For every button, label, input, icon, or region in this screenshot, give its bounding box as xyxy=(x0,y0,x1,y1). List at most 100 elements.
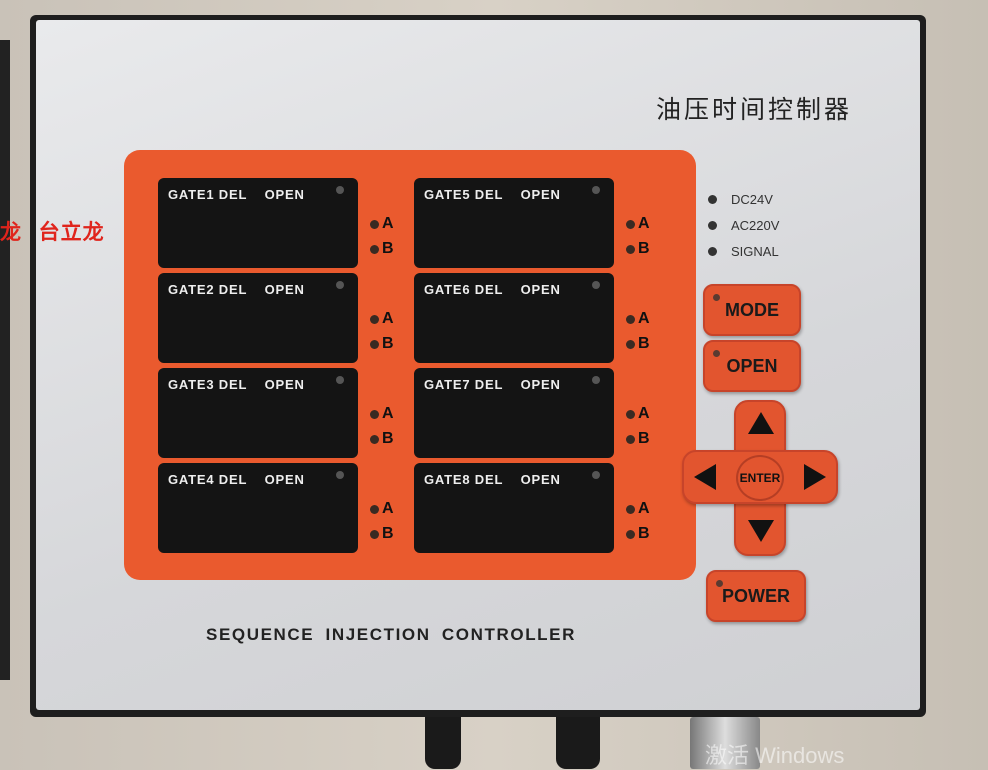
gate5-display: GATE5 DEL OPEN xyxy=(414,178,614,268)
indicator-label: A xyxy=(382,500,394,517)
gate7-indicator-a: A xyxy=(626,403,650,425)
indicator-label: A xyxy=(382,405,394,422)
gate4-display: GATE4 DEL OPEN xyxy=(158,463,358,553)
gate8-indicator-b: B xyxy=(626,523,650,545)
indicator-dc24v: DC24V xyxy=(708,192,773,207)
gate8-display: GATE8 DEL OPEN xyxy=(414,463,614,553)
indicator-label: A xyxy=(638,405,650,422)
led-icon xyxy=(370,409,379,419)
led-icon xyxy=(716,580,723,587)
watermark: 激活 Windows xyxy=(705,743,845,768)
metal-connector xyxy=(690,717,760,769)
indicator-label: A xyxy=(382,310,394,327)
footer-label: SEQUENCE INJECTION CONTROLLER xyxy=(206,625,576,644)
gate8-indicator-a: A xyxy=(626,498,650,520)
gate2-display: GATE2 DEL OPEN xyxy=(158,273,358,363)
power-label: POWER xyxy=(721,585,790,606)
gate-label: GATE7 DEL OPEN xyxy=(424,377,561,392)
power-button[interactable]: POWER xyxy=(706,570,806,622)
led-icon xyxy=(370,314,379,324)
gate6-indicator-b: B xyxy=(626,333,650,355)
gate6-indicator-a: A xyxy=(626,308,650,330)
gate1-display: GATE1 DEL OPEN xyxy=(158,178,358,268)
led-icon xyxy=(713,294,720,301)
led-icon xyxy=(708,195,717,204)
indicator-label: B xyxy=(638,430,650,447)
indicator-label: A xyxy=(638,310,650,327)
indicator-label: A xyxy=(638,215,650,232)
led-icon xyxy=(713,350,720,357)
led-icon xyxy=(708,247,717,256)
cable-connector xyxy=(556,717,600,769)
led-icon xyxy=(592,376,600,384)
gate-label: GATE8 DEL OPEN xyxy=(424,472,561,487)
indicator-label: B xyxy=(382,335,394,352)
led-icon xyxy=(370,434,379,444)
led-icon xyxy=(626,244,635,254)
led-icon xyxy=(708,221,717,230)
indicator-label: SIGNAL xyxy=(731,244,779,259)
led-icon xyxy=(592,471,600,479)
open-button[interactable]: OPEN xyxy=(703,340,801,392)
gate-label: GATE2 DEL OPEN xyxy=(168,282,305,297)
gate6-display: GATE6 DEL OPEN xyxy=(414,273,614,363)
gate-label: GATE1 DEL OPEN xyxy=(168,187,305,202)
adjacent-device xyxy=(0,40,10,680)
led-icon xyxy=(626,504,635,514)
gate4-indicator-a: A xyxy=(370,498,394,520)
gate-label: GATE3 DEL OPEN xyxy=(168,377,305,392)
device-title: 油压时间控制器 xyxy=(656,95,853,124)
led-icon xyxy=(336,186,344,194)
led-icon xyxy=(592,186,600,194)
enter-label: ENTER xyxy=(739,471,781,485)
gate4-indicator-b: B xyxy=(370,523,394,545)
indicator-label: AC220V xyxy=(731,218,780,233)
led-icon xyxy=(370,219,379,229)
led-icon xyxy=(626,529,635,539)
led-icon xyxy=(370,529,379,539)
gate7-indicator-b: B xyxy=(626,428,650,450)
gate2-indicator-b: B xyxy=(370,333,394,355)
gate-label: GATE5 DEL OPEN xyxy=(424,187,561,202)
cable-connector xyxy=(425,717,461,769)
gate7-display: GATE7 DEL OPEN xyxy=(414,368,614,458)
gate2-indicator-a: A xyxy=(370,308,394,330)
mode-button[interactable]: MODE xyxy=(703,284,801,336)
gate5-indicator-a: A xyxy=(626,213,650,235)
led-icon xyxy=(626,409,635,419)
left-arrow-button[interactable] xyxy=(694,464,716,490)
led-icon xyxy=(370,504,379,514)
gate5-indicator-b: B xyxy=(626,238,650,260)
enter-button[interactable]: ENTER xyxy=(736,455,784,501)
led-icon xyxy=(592,281,600,289)
indicator-label: B xyxy=(638,525,650,542)
led-icon xyxy=(626,339,635,349)
led-icon xyxy=(336,281,344,289)
led-icon xyxy=(336,376,344,384)
indicator-ac220v: AC220V xyxy=(708,218,779,233)
led-icon xyxy=(336,471,344,479)
indicator-label: B xyxy=(382,525,394,542)
led-icon xyxy=(626,434,635,444)
gate1-indicator-b: B xyxy=(370,238,394,260)
gate1-indicator-a: A xyxy=(370,213,394,235)
side-label: 龙 台立龙 xyxy=(0,220,105,244)
up-arrow-button[interactable] xyxy=(748,412,774,434)
mode-label: MODE xyxy=(725,299,779,320)
indicator-label: B xyxy=(382,240,394,257)
open-label: OPEN xyxy=(726,355,778,376)
indicator-label: A xyxy=(638,500,650,517)
indicator-label: A xyxy=(382,215,394,232)
indicator-signal: SIGNAL xyxy=(708,244,779,259)
gate3-indicator-a: A xyxy=(370,403,394,425)
led-icon xyxy=(370,244,379,254)
down-arrow-button[interactable] xyxy=(748,520,774,542)
led-icon xyxy=(626,219,635,229)
indicator-label: B xyxy=(638,240,650,257)
gate3-indicator-b: B xyxy=(370,428,394,450)
led-icon xyxy=(626,314,635,324)
gate-label: GATE6 DEL OPEN xyxy=(424,282,561,297)
led-icon xyxy=(370,339,379,349)
right-arrow-button[interactable] xyxy=(804,464,826,490)
gate3-display: GATE3 DEL OPEN xyxy=(158,368,358,458)
